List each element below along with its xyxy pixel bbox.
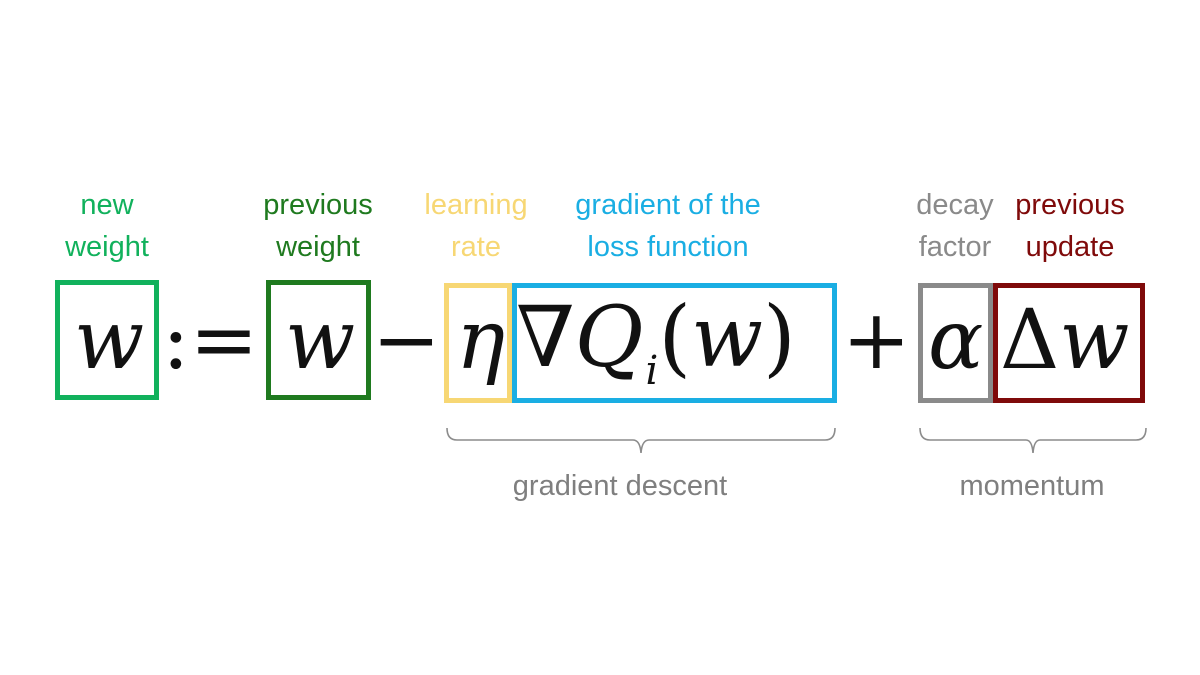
gradient-expression: ∇Qi(w) bbox=[516, 295, 796, 391]
label-decay-factor: decay factor bbox=[905, 184, 1005, 268]
label-learning-rate-line2: rate bbox=[451, 231, 501, 263]
box-gradient bbox=[512, 283, 837, 403]
group-label-gradient-descent: gradient descent bbox=[512, 470, 728, 502]
brace-gradient-descent bbox=[446, 427, 836, 454]
symbol-w-arg: w bbox=[691, 288, 764, 386]
label-previous-update-line2: update bbox=[1025, 231, 1115, 263]
label-previous-weight: previous weight bbox=[240, 184, 396, 268]
label-learning-rate: learning rate bbox=[414, 184, 538, 268]
symbol-eta: η bbox=[456, 293, 506, 388]
label-previous-update: previous update bbox=[1000, 184, 1140, 268]
box-new-weight bbox=[55, 280, 159, 400]
label-previous-update-line1: previous bbox=[1015, 189, 1125, 221]
box-previous-weight bbox=[266, 280, 371, 400]
label-new-weight-line1: new bbox=[80, 189, 134, 221]
symbol-minus: − bbox=[372, 293, 441, 388]
label-new-weight-line2: weight bbox=[65, 231, 149, 263]
symbol-nabla: ∇ bbox=[516, 288, 575, 386]
group-label-momentum: momentum bbox=[959, 470, 1105, 502]
symbol-w-prev: w bbox=[285, 293, 356, 388]
label-new-weight: new weight bbox=[55, 184, 159, 268]
box-previous-update bbox=[993, 283, 1145, 403]
label-gradient-line2: loss function bbox=[587, 231, 749, 263]
label-learning-rate-line1: learning bbox=[424, 189, 528, 221]
symbol-delta: Δ bbox=[1000, 293, 1060, 388]
label-gradient: gradient of the loss function bbox=[552, 184, 784, 268]
label-previous-weight-line1: previous bbox=[263, 189, 373, 221]
label-gradient-line1: gradient of the bbox=[575, 189, 761, 221]
box-decay-factor bbox=[918, 283, 993, 403]
box-learning-rate bbox=[444, 283, 512, 403]
label-decay-factor-line1: decay bbox=[916, 189, 994, 221]
symbol-paren-close: ) bbox=[763, 288, 796, 386]
label-decay-factor-line2: factor bbox=[918, 231, 992, 263]
symbol-q: Q bbox=[574, 288, 644, 386]
symbol-subscript-i: i bbox=[645, 348, 659, 394]
symbol-paren-open: ( bbox=[658, 288, 692, 386]
delta-w-expression: Δw bbox=[1000, 300, 1129, 382]
symbol-alpha: α bbox=[928, 293, 984, 388]
symbol-w-delta: w bbox=[1059, 293, 1130, 388]
symbol-plus: + bbox=[842, 293, 911, 388]
symbol-w-new: w bbox=[74, 293, 145, 388]
label-previous-weight-line2: weight bbox=[276, 231, 360, 263]
brace-momentum bbox=[919, 427, 1147, 454]
symbol-assign: := bbox=[162, 293, 259, 388]
